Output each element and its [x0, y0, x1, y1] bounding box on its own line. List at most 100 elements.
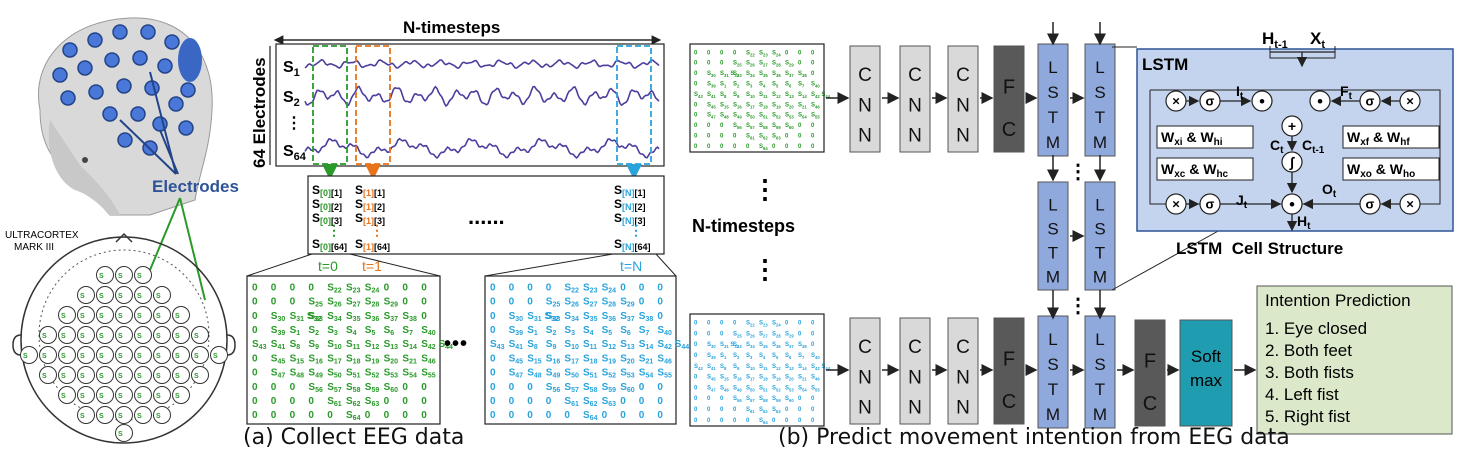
grid-cell: S60: [620, 382, 635, 394]
grid-cell: 0: [402, 396, 408, 407]
grid-cell: S55: [657, 368, 672, 380]
grid-cell: 0: [546, 282, 552, 293]
pipeline-block-letter: N: [956, 367, 970, 388]
grid-cell: S62: [759, 134, 768, 141]
grid-cell: S48: [527, 368, 542, 380]
grid-cell: S47: [707, 113, 716, 120]
grid-cell: S2: [308, 325, 319, 337]
grid-cell: S11: [759, 364, 768, 371]
grid-cell: 0: [694, 321, 698, 327]
vector-entry: S[N][64]: [614, 237, 651, 252]
grid-cell: S53: [785, 113, 794, 120]
prediction-box: [1256, 285, 1453, 435]
grid-cell: 0: [639, 396, 645, 407]
grid-cell: S38: [639, 311, 654, 323]
grid-cell: 0: [720, 123, 724, 129]
grid-cell: 0: [707, 331, 711, 337]
grid-cell: S57: [564, 382, 579, 394]
grid-cell: S43: [694, 364, 703, 371]
lstm-bus: [1149, 89, 1441, 205]
pipeline-block-letter: N: [858, 126, 872, 147]
grid-cell: 0: [720, 321, 724, 327]
electrode-dot: [20, 346, 38, 364]
grid-dots: •••: [444, 333, 468, 355]
grid-cell: S24: [772, 50, 781, 57]
grid-cell: S9: [733, 92, 740, 99]
grid-cell: 0: [490, 382, 496, 393]
grid-cell: S63: [602, 396, 617, 408]
electrode-dot: [39, 346, 57, 364]
electrode-dot: [153, 406, 171, 424]
grid-cell: S50: [746, 385, 755, 392]
pipeline-block-letter: C: [956, 337, 970, 358]
grid-cell: S3: [564, 325, 575, 337]
pipeline-block-letter: S: [1094, 355, 1105, 374]
electrode-dot: [210, 346, 228, 364]
grid-cell: S28: [602, 297, 617, 309]
eeg-wave-s64: [304, 137, 660, 159]
pipeline-block-letter: C: [858, 65, 872, 86]
electrode-dot: [96, 406, 114, 424]
grid-cell: S12: [602, 339, 617, 351]
grid-cell: 0: [620, 396, 626, 407]
lstm-cell-title: LSTM: [1142, 55, 1188, 74]
pipeline-block-letter: N: [858, 95, 872, 116]
grid-cell: 0: [720, 331, 724, 337]
pipeline-block: [899, 317, 931, 425]
grid-cell: S64: [759, 144, 768, 151]
grid-cell: S46: [811, 375, 820, 382]
pipeline-block-letter: L: [1048, 58, 1057, 77]
electrode-dot-label: S: [99, 273, 104, 280]
grid-cell: 0: [402, 382, 408, 393]
grid-cell: S5: [772, 82, 779, 89]
electrode-dot-label: S: [118, 313, 123, 320]
electrode-dot-label: S: [156, 373, 161, 380]
grid-cell: S13: [384, 339, 399, 351]
grid-cell: S3: [746, 82, 753, 89]
electrode-dot-label: S: [175, 333, 180, 340]
grid-cell: S59: [772, 123, 781, 130]
grid-cell: S12: [772, 92, 781, 99]
grid-cell: 0: [798, 123, 802, 129]
grid-cell: 0: [811, 331, 815, 337]
grid-cell: S42 S44: [811, 92, 831, 99]
grid-cell: 0: [639, 382, 645, 393]
electrode-dot-label: S: [156, 413, 161, 420]
grid-cell: 0: [421, 410, 427, 421]
grid-cell: S20: [384, 353, 399, 365]
lstm-signal-label: Ht: [1297, 213, 1311, 232]
grid-cell: S56: [308, 382, 323, 394]
grid-cell: S5: [772, 353, 779, 360]
pipeline-block-letter: S: [1047, 355, 1058, 374]
electrode-dot: [191, 326, 209, 344]
grid-cell: 0: [785, 144, 789, 150]
grid-cell: S31 S32: [720, 71, 740, 78]
grid-cell: S13: [620, 339, 635, 351]
grid-cell: S9: [733, 364, 740, 371]
grid-cell: 0: [694, 407, 698, 413]
grid-cell: 0: [720, 61, 724, 67]
vector-entry: S[1][64]: [355, 237, 390, 252]
grid-cell: S26: [746, 61, 755, 68]
grid-cell: 0: [639, 282, 645, 293]
grid-cell: 0: [811, 61, 815, 67]
pipeline-block-letter: S: [1047, 219, 1058, 238]
softmax-label: max: [1190, 371, 1223, 390]
grid-cell: 0: [252, 353, 258, 364]
grid-cell: 0: [271, 282, 277, 293]
grid-cell: S53: [620, 368, 635, 380]
grid-cell: S45: [707, 375, 716, 382]
lstm-node-symbol: ×: [1406, 94, 1414, 109]
grid-cell: 0: [720, 418, 724, 424]
grid-cell: S63: [772, 134, 781, 141]
grid-cell: 0: [785, 134, 789, 140]
electrode-dot-label: S: [156, 333, 161, 340]
grid-cell: S62: [346, 396, 361, 408]
pipeline-block-letter: C: [1143, 393, 1157, 415]
grid-cell: 0: [365, 410, 371, 421]
window-t1: [355, 45, 391, 165]
electrode-dot: [191, 346, 209, 364]
pipeline-block-letter: C: [1002, 391, 1016, 413]
electrode-dot: [39, 366, 57, 384]
